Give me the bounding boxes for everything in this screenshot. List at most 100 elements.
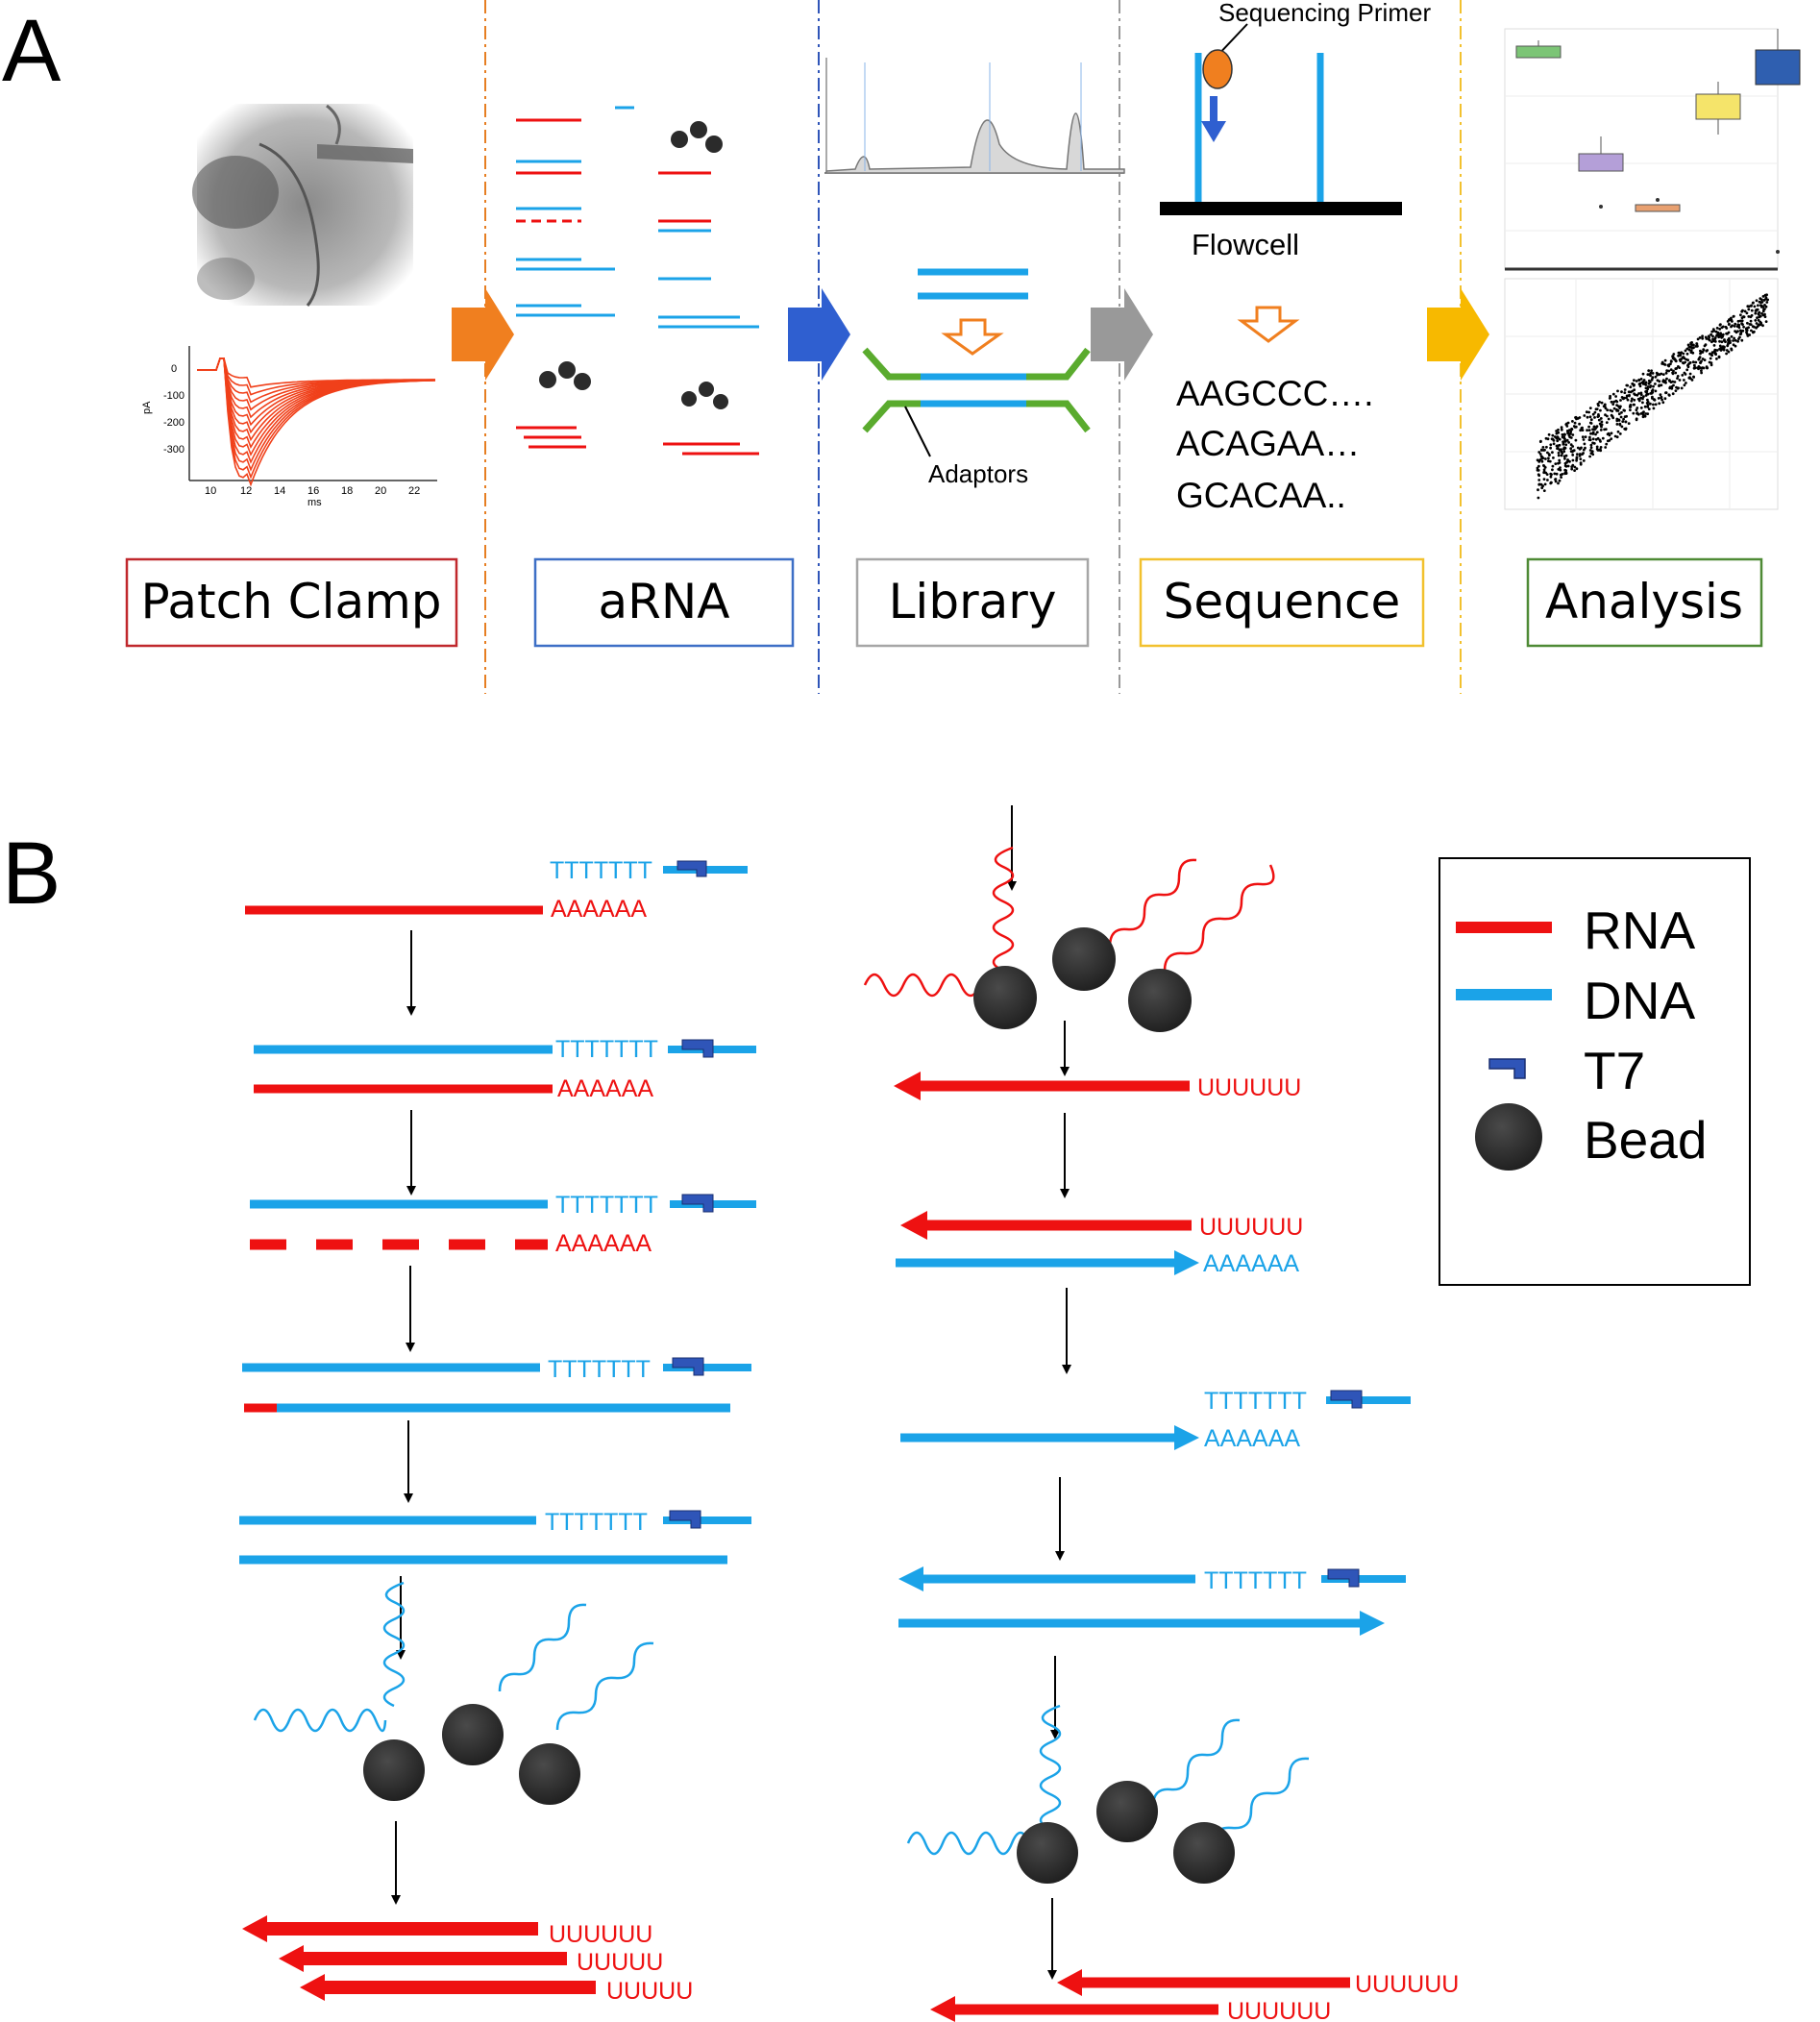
- scatter-point: [1732, 343, 1735, 347]
- scatter-point: [1715, 327, 1719, 330]
- scatter-point: [1578, 416, 1582, 419]
- scatter-point: [1736, 319, 1740, 323]
- scatter-point: [1580, 427, 1584, 430]
- scatter-point: [1557, 468, 1561, 471]
- scatter-point: [1627, 390, 1631, 394]
- legend-t7-label: T7: [1584, 1041, 1645, 1100]
- scatter-point: [1731, 324, 1734, 328]
- scatter-point: [1589, 443, 1593, 447]
- scatter-point: [1679, 359, 1683, 362]
- scatter-point: [1579, 461, 1583, 464]
- scatter-point: [1631, 397, 1634, 401]
- scatter-point: [1588, 407, 1592, 409]
- scatter-point: [1538, 453, 1542, 456]
- scatter-point: [1741, 323, 1744, 326]
- polya-right-2: AAAAAA: [1204, 1425, 1300, 1452]
- scatter-point: [1639, 396, 1643, 400]
- scatter-point: [1750, 329, 1753, 333]
- scatter-point: [1742, 325, 1745, 329]
- scatter-point: [1557, 481, 1560, 485]
- scatter-point: [1663, 363, 1667, 366]
- scatter-point: [1573, 469, 1576, 472]
- scatter-point: [1659, 393, 1662, 397]
- scatter-point: [1665, 377, 1668, 381]
- scatter-point: [1588, 435, 1591, 439]
- scatter-point: [1584, 435, 1587, 438]
- scatter-point: [1746, 321, 1749, 325]
- scatter-point: [1672, 353, 1676, 356]
- scatter-point: [1737, 326, 1741, 330]
- scatter-point: [1563, 464, 1567, 468]
- scatter-point: [1724, 325, 1728, 329]
- scatter-point: [1563, 472, 1566, 476]
- scatter-point: [1562, 442, 1565, 446]
- scatter-point: [1593, 410, 1597, 414]
- scatter-point: [1597, 418, 1601, 422]
- scatter-point: [1540, 456, 1544, 460]
- scatter-point: [1711, 337, 1714, 341]
- scatter-point: [1627, 422, 1631, 425]
- scatter-point: [1657, 397, 1660, 400]
- scatter-point: [1570, 465, 1574, 469]
- scatter-point: [1702, 348, 1706, 351]
- scatter-point: [1552, 442, 1556, 446]
- polyu-left-1: UUUUUU: [549, 1921, 652, 1948]
- scatter-point: [1643, 405, 1647, 408]
- scatter-point: [1663, 397, 1667, 401]
- scatter-point: [1562, 440, 1564, 444]
- scatter-point: [1765, 301, 1769, 304]
- scatter-point: [1573, 426, 1577, 429]
- scatter-point: [1698, 336, 1702, 339]
- stage-arrow-gray: [1091, 288, 1153, 381]
- scatter-point: [1706, 366, 1709, 370]
- scatter-point: [1685, 368, 1689, 372]
- scatter-point: [1571, 433, 1575, 436]
- scatter-point: [1660, 396, 1663, 400]
- scatter-point: [1589, 452, 1593, 455]
- scatter-point: [1599, 440, 1602, 443]
- scatter-point: [1620, 425, 1624, 429]
- scatter-point: [1587, 410, 1590, 414]
- panel-b-letter: B: [2, 825, 61, 923]
- scatter-point: [1561, 432, 1564, 436]
- scatter-point: [1620, 396, 1624, 399]
- scatter-point: [1674, 367, 1678, 371]
- scatter-point: [1622, 417, 1625, 421]
- scatter-point: [1596, 449, 1600, 452]
- scatter-point: [1549, 446, 1552, 450]
- scatter-point: [1747, 326, 1750, 330]
- panel-a-letter: A: [2, 2, 61, 100]
- scatter-point: [1553, 435, 1557, 438]
- scatter-point: [1629, 408, 1632, 411]
- scatter-point: [1701, 336, 1705, 340]
- scatter-point: [1721, 325, 1725, 329]
- trace-x-tick-3: 16: [307, 485, 319, 497]
- scatter-point: [1753, 325, 1756, 329]
- scatter-point: [1616, 389, 1619, 393]
- scatter-point: [1557, 436, 1560, 439]
- scatter-point: [1745, 328, 1749, 331]
- scatter-point: [1660, 360, 1664, 364]
- scatter-point: [1651, 376, 1655, 380]
- scatter-point: [1633, 379, 1636, 382]
- scatter-point: [1563, 456, 1566, 460]
- scatter-point: [1558, 458, 1562, 462]
- scatter-point: [1730, 347, 1734, 351]
- scatter-point: [1537, 479, 1541, 481]
- scatter-point: [1539, 455, 1543, 458]
- scatter-point: [1667, 369, 1671, 373]
- scatter-point: [1685, 352, 1689, 356]
- scatter-point: [1723, 338, 1726, 341]
- scatter-point: [1734, 330, 1736, 333]
- scatter-point: [1762, 299, 1766, 302]
- scatter-point: [1624, 420, 1628, 424]
- scatter-point: [1550, 437, 1554, 441]
- scatter-point: [1543, 482, 1547, 486]
- scatter-point: [1700, 371, 1703, 375]
- scatter-point: [1696, 337, 1700, 341]
- scatter-point: [1725, 332, 1728, 335]
- scatter-point: [1720, 340, 1724, 344]
- scatter-point: [1581, 435, 1585, 439]
- scatter-point: [1673, 381, 1677, 383]
- scatter-point: [1545, 445, 1548, 449]
